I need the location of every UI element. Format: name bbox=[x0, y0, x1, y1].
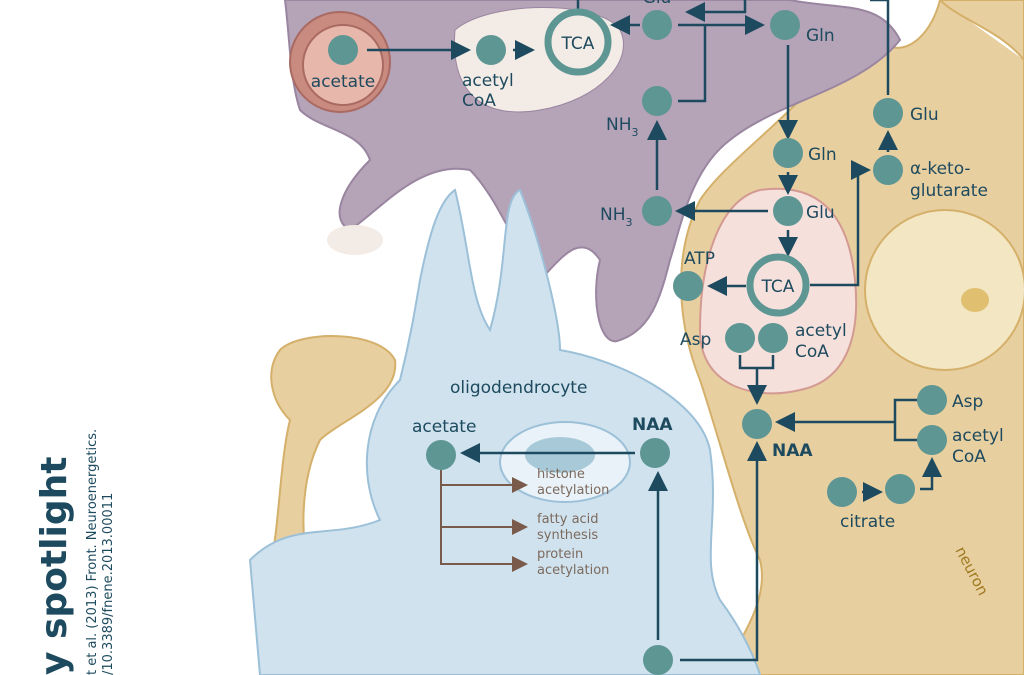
astro-acetate-label: acetate bbox=[311, 72, 375, 92]
neuron-asp-label: Asp bbox=[680, 330, 711, 350]
nucleolus bbox=[961, 288, 989, 312]
citrate-label: citrate bbox=[840, 512, 895, 532]
neuron-tca-cycle bbox=[746, 253, 810, 317]
histone-label-2: acetylation bbox=[537, 483, 609, 498]
nh3-text: NH bbox=[606, 115, 632, 135]
oligo-nucleolus bbox=[525, 437, 595, 473]
astrocyte-vesicle bbox=[327, 225, 383, 255]
credit-line-1: t et al. (2013) Front. Neuroenergetics. bbox=[85, 429, 100, 675]
arrows bbox=[367, 0, 942, 662]
neuron-nucleus bbox=[864, 209, 1024, 371]
astro-glu-label: Glu bbox=[643, 0, 672, 8]
histone-label-1: histone bbox=[537, 467, 585, 482]
nh3-subscript: 3 bbox=[626, 216, 633, 229]
neuron-coa-label: CoA bbox=[795, 342, 829, 362]
metabolite-nodes bbox=[328, 10, 947, 675]
astrocyte-cell bbox=[283, 0, 902, 343]
neuron-naa-label: NAA bbox=[772, 441, 813, 461]
neuron-gln-label: Gln bbox=[808, 145, 837, 165]
oligodendrocyte-cell bbox=[248, 188, 762, 675]
akg-label-1: α-keto- bbox=[910, 159, 971, 179]
nh3-text: NH bbox=[600, 205, 626, 225]
astro-tca-label: TCA bbox=[561, 34, 595, 54]
neuron-acetyl-label: acetyl bbox=[795, 321, 847, 341]
astro-acetyl-label: acetyl bbox=[462, 71, 514, 91]
atp-label: ATP bbox=[684, 249, 715, 269]
neuron-coa-right-label: CoA bbox=[952, 447, 986, 467]
astrocyte-tca-cycle bbox=[544, 8, 612, 76]
spotlight-title: y spotlight bbox=[34, 457, 75, 675]
fatty-label-1: fatty acid bbox=[537, 512, 599, 527]
neuron-acetyl-right-label: acetyl bbox=[952, 426, 1004, 446]
credit-line-2: /10.3389/fnene.2013.00011 bbox=[101, 493, 116, 675]
neuron-nh3-label: NH3 bbox=[600, 205, 633, 229]
astro-gln-label: Gln bbox=[806, 26, 835, 46]
oligodendrocyte-label: oligodendrocyte bbox=[450, 378, 587, 398]
astro-coa-label: CoA bbox=[462, 91, 496, 111]
neuron-tca-label: TCA bbox=[761, 277, 795, 297]
astro-nh3-label: NH3 bbox=[606, 115, 639, 139]
oligo-acetate-label: acetate bbox=[412, 417, 476, 437]
akg-label-2: glutarate bbox=[910, 181, 988, 201]
tan-process bbox=[268, 335, 397, 571]
protein-label-2: acetylation bbox=[537, 563, 609, 578]
neuron-glu-top-label: Glu bbox=[910, 105, 939, 125]
neuron-asp-right-label: Asp bbox=[952, 392, 983, 412]
nh3-subscript: 3 bbox=[632, 126, 639, 139]
oligo-naa-label: NAA bbox=[632, 415, 673, 435]
protein-label-1: protein bbox=[537, 547, 583, 562]
neuron-glu-label: Glu bbox=[806, 203, 835, 223]
fatty-label-2: synthesis bbox=[537, 528, 598, 543]
